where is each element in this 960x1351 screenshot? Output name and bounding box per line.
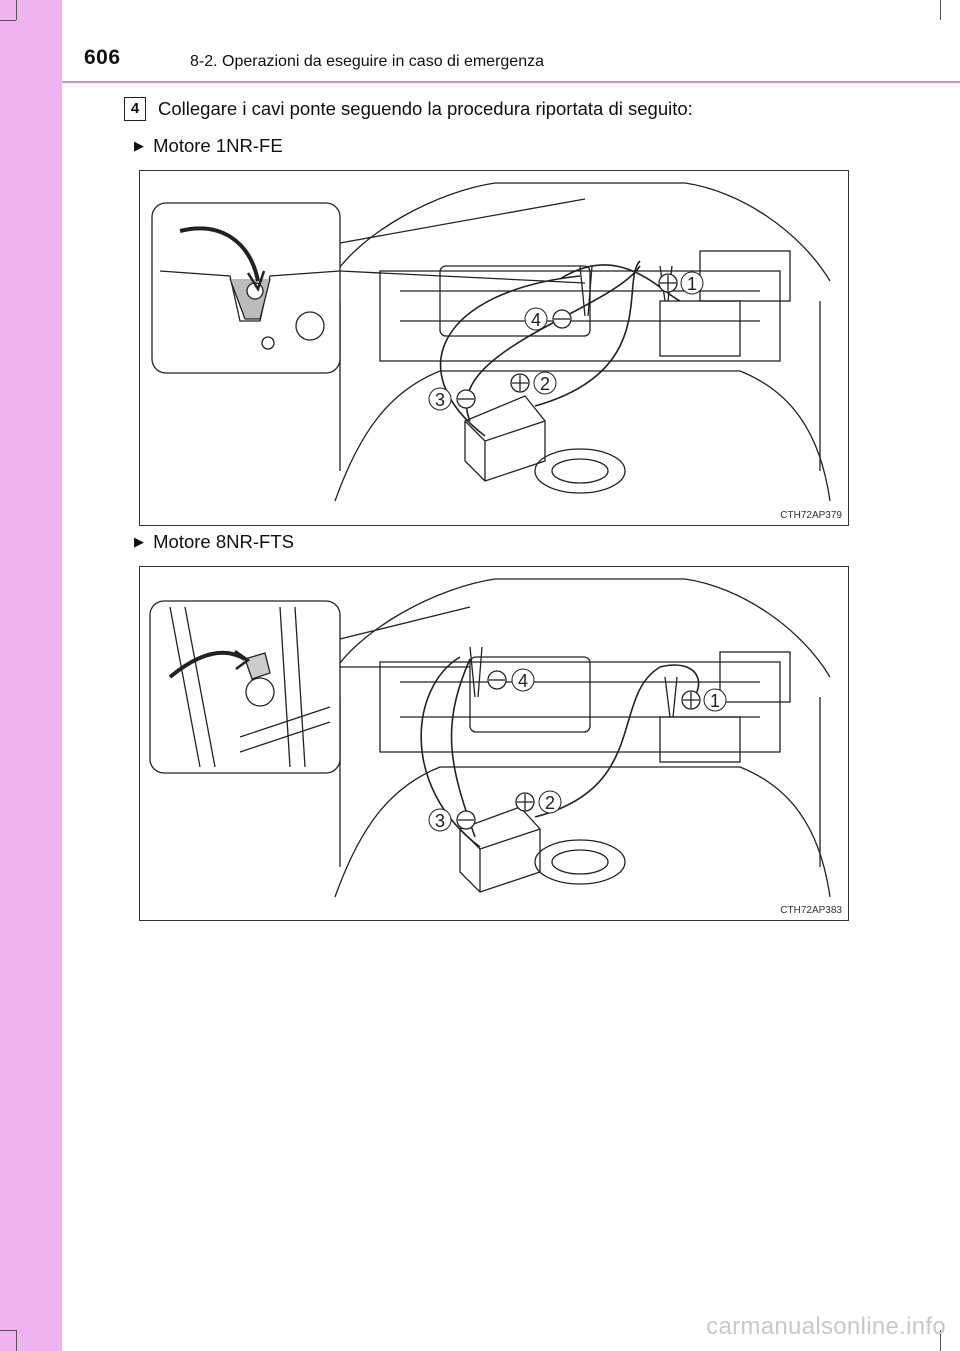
figure-1-label-4: 4 — [531, 310, 541, 330]
crop-mark — [16, 1330, 17, 1351]
section-title: 8-2. Operazioni da eseguire in caso di e… — [190, 53, 544, 70]
sidebar-tab — [0, 0, 62, 1351]
figure-1-code: CTH72AP379 — [780, 510, 842, 521]
crop-mark — [0, 1330, 16, 1331]
page-number: 606 — [84, 46, 121, 69]
figure-2-label-1: 1 — [710, 691, 720, 711]
step-number-badge: 4 — [124, 97, 146, 121]
watermark: carmanualsonline.info — [706, 1313, 946, 1340]
figure-2-label-4: 4 — [518, 671, 528, 691]
figure-1-label-3: 3 — [435, 390, 445, 410]
triangle-bullet-icon: ▶ — [134, 138, 144, 153]
step-text: Collegare i cavi ponte seguendo la proce… — [158, 98, 693, 119]
figure-2-code: CTH72AP383 — [780, 905, 842, 916]
figure-1-engine-diagram: 1 2 3 4 CTH72AP379 — [139, 170, 849, 526]
figure-1-label-2: 2 — [540, 374, 550, 394]
figure-2-engine-diagram: 1 2 3 4 CTH72AP383 — [139, 566, 849, 921]
crop-mark — [16, 0, 17, 20]
figure-2-label-3: 3 — [435, 811, 445, 831]
triangle-bullet-icon: ▶ — [134, 534, 144, 549]
crop-mark — [0, 20, 16, 21]
figure-1-label-1: 1 — [687, 274, 697, 294]
engine-1nr-fe-illustration: 1 2 3 4 — [151, 182, 831, 502]
crop-mark — [940, 1330, 941, 1351]
figure-2-heading: ▶ Motore 8NR-FTS — [134, 531, 294, 553]
figure-1-heading-text: Motore 1NR-FE — [153, 135, 283, 156]
crop-mark — [940, 0, 941, 20]
figure-1-heading: ▶ Motore 1NR-FE — [134, 135, 283, 157]
header-rule — [62, 81, 960, 83]
figure-2-heading-text: Motore 8NR-FTS — [153, 531, 294, 552]
engine-8nr-fts-illustration: 1 2 3 4 — [149, 578, 831, 898]
figure-2-label-2: 2 — [545, 793, 555, 813]
